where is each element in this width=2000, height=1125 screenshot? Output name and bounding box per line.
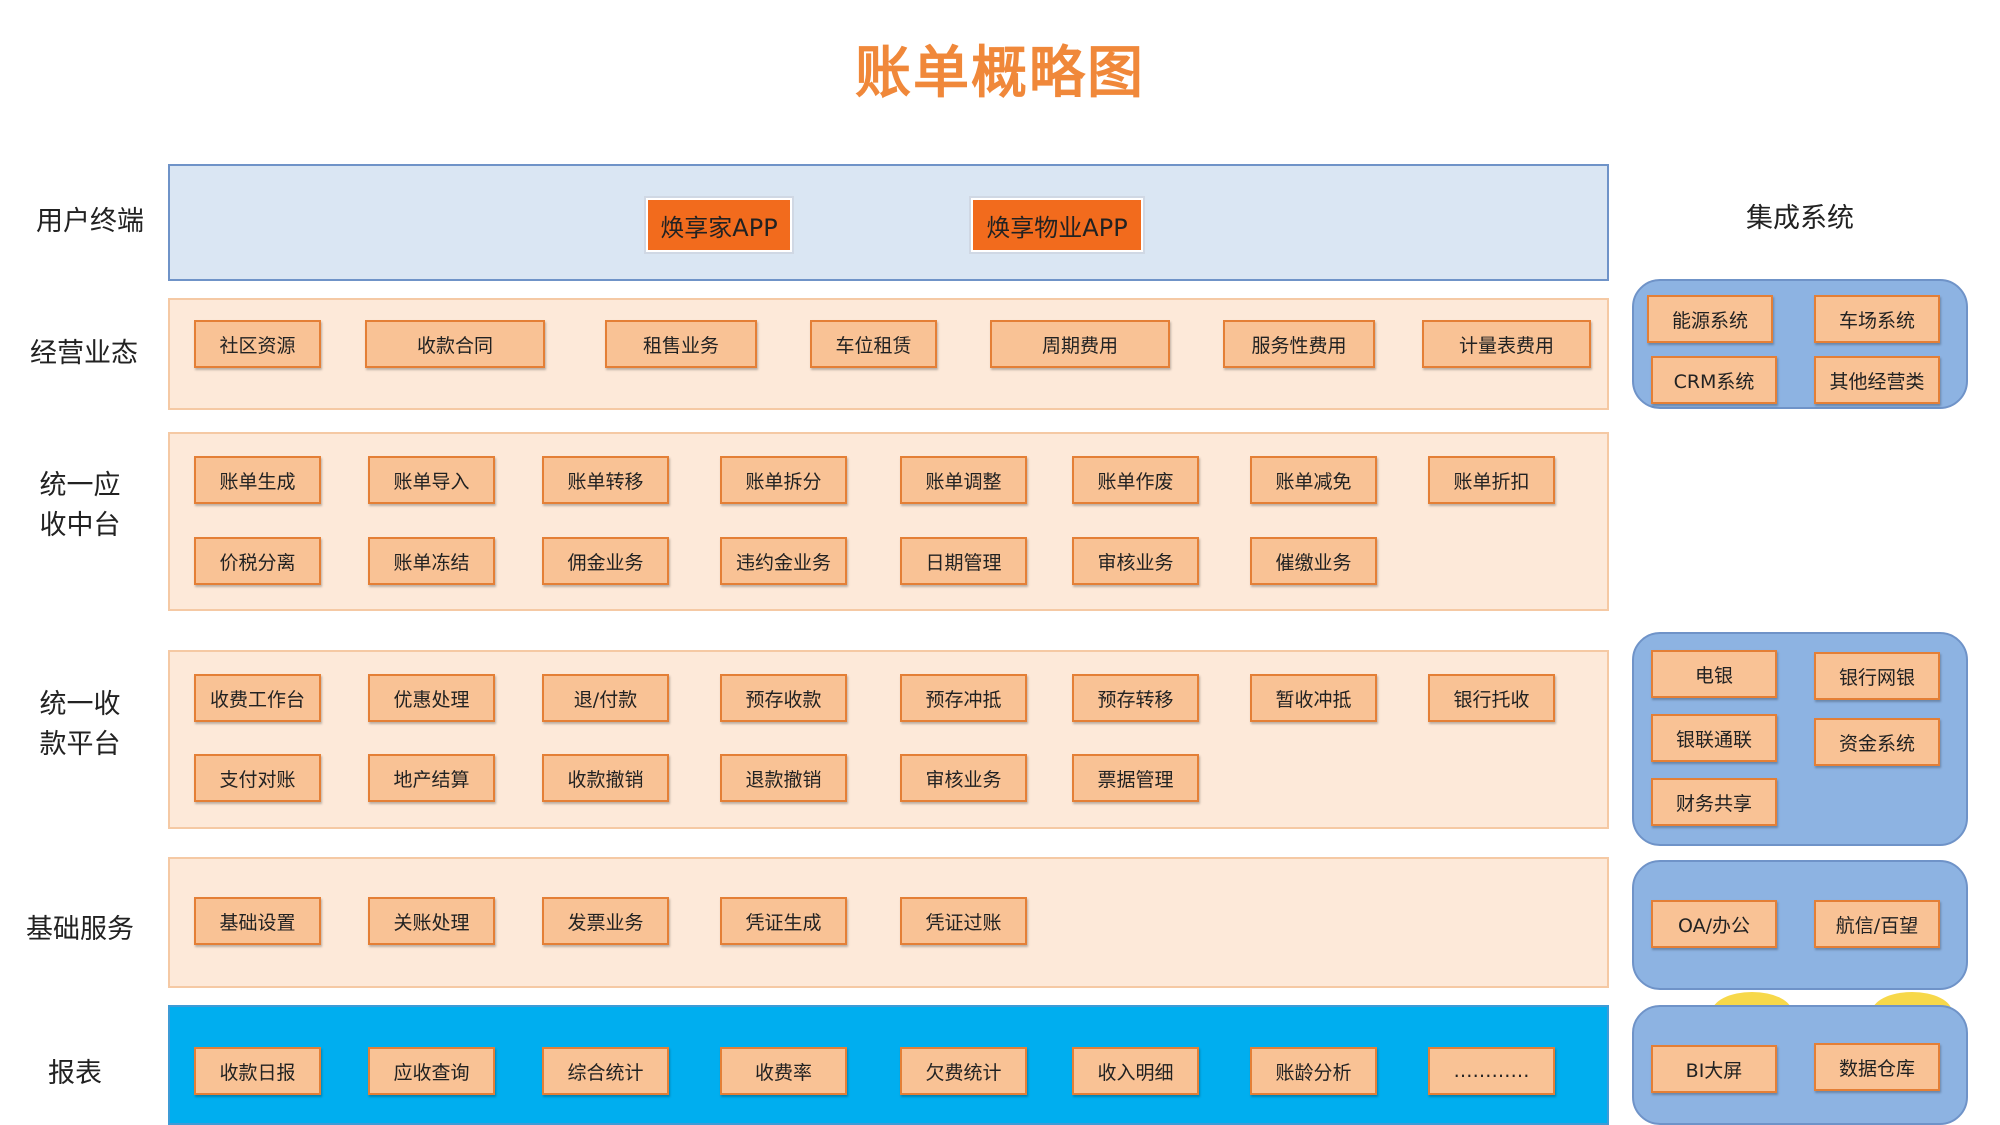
band-collection: 收费工作台 优惠处理 退/付款 预存收款 预存冲抵 预存转移 暂收冲抵 银行托收… xyxy=(168,650,1609,829)
business-item: 收款合同 xyxy=(365,320,545,368)
collection-item: 预存冲抵 xyxy=(900,674,1027,722)
row-label-business: 经营业态 xyxy=(30,338,138,369)
basic-item: 凭证过账 xyxy=(900,897,1027,945)
app-box-huanxiang-wuye: 焕享物业APP xyxy=(969,196,1145,254)
band-business: 社区资源 收款合同 租售业务 车位租赁 周期费用 服务性费用 计量表费用 xyxy=(168,298,1609,410)
business-item: 车位租赁 xyxy=(810,320,937,368)
integration-item: 能源系统 xyxy=(1647,295,1773,343)
row-label-report: 报表 xyxy=(48,1058,102,1089)
integration-title: 集成系统 xyxy=(1746,203,1854,234)
receivable-item: 账单导入 xyxy=(368,456,495,504)
row-label-receivable-line1: 统一应 xyxy=(39,470,121,501)
collection-item: 银行托收 xyxy=(1428,674,1555,722)
integration-item: 车场系统 xyxy=(1814,295,1940,343)
business-item: 服务性费用 xyxy=(1223,320,1375,368)
row-label-user-terminal: 用户终端 xyxy=(36,206,144,237)
integration-item: 电银 xyxy=(1651,650,1777,698)
receivable-item: 账单减免 xyxy=(1250,456,1377,504)
collection-item: 收款撤销 xyxy=(542,754,669,802)
row-label-collection: 统一收 款平台 xyxy=(10,685,150,765)
integration-group-business: 能源系统 车场系统 CRM系统 其他经营类 xyxy=(1632,279,1968,409)
report-item: 欠费统计 xyxy=(900,1047,1027,1095)
receivable-item: 账单作废 xyxy=(1072,456,1199,504)
report-item: ………… xyxy=(1428,1047,1555,1095)
collection-item: 退/付款 xyxy=(542,674,669,722)
basic-item: 发票业务 xyxy=(542,897,669,945)
receivable-item: 催缴业务 xyxy=(1250,537,1377,585)
row-label-basic: 基础服务 xyxy=(26,914,134,945)
integration-item: 数据仓库 xyxy=(1814,1043,1940,1091)
receivable-item: 账单冻结 xyxy=(368,537,495,585)
collection-item: 地产结算 xyxy=(368,754,495,802)
collection-item: 预存转移 xyxy=(1072,674,1199,722)
integration-group-report: BI大屏 数据仓库 xyxy=(1632,1005,1968,1125)
band-basic: 基础设置 关账处理 发票业务 凭证生成 凭证过账 xyxy=(168,857,1609,988)
integration-item: 资金系统 xyxy=(1814,718,1940,766)
app-box-huanxiangjia: 焕享家APP xyxy=(644,196,794,254)
receivable-item: 账单折扣 xyxy=(1428,456,1555,504)
integration-group-collection: 电银 银行网银 银联通联 资金系统 财务共享 xyxy=(1632,632,1968,846)
business-item: 社区资源 xyxy=(194,320,321,368)
basic-item: 凭证生成 xyxy=(720,897,847,945)
business-item: 周期费用 xyxy=(990,320,1170,368)
collection-item: 预存收款 xyxy=(720,674,847,722)
integration-item: CRM系统 xyxy=(1651,356,1777,404)
report-item: 应收查询 xyxy=(368,1047,495,1095)
band-receivable: 账单生成 账单导入 账单转移 账单拆分 账单调整 账单作废 账单减免 账单折扣 … xyxy=(168,432,1609,611)
receivable-item: 账单调整 xyxy=(900,456,1027,504)
integration-item: BI大屏 xyxy=(1651,1045,1777,1093)
basic-item: 关账处理 xyxy=(368,897,495,945)
collection-item: 支付对账 xyxy=(194,754,321,802)
integration-item: 银行网银 xyxy=(1814,652,1940,700)
receivable-item: 价税分离 xyxy=(194,537,321,585)
business-item: 租售业务 xyxy=(605,320,757,368)
collection-item: 优惠处理 xyxy=(368,674,495,722)
receivable-item: 账单拆分 xyxy=(720,456,847,504)
report-item: 收费率 xyxy=(720,1047,847,1095)
integration-item: 航信/百望 xyxy=(1814,900,1940,948)
row-label-receivable: 统一应 收中台 xyxy=(10,466,150,546)
collection-item: 退款撤销 xyxy=(720,754,847,802)
diagram-title: 账单概略图 xyxy=(855,41,1145,106)
integration-item: 财务共享 xyxy=(1651,778,1777,826)
integration-group-basic: OA/办公 航信/百望 xyxy=(1632,860,1968,990)
report-item: 收入明细 xyxy=(1072,1047,1199,1095)
row-label-collection-line1: 统一收 xyxy=(39,689,121,720)
receivable-item: 佣金业务 xyxy=(542,537,669,585)
basic-item: 基础设置 xyxy=(194,897,321,945)
band-report: 收款日报 应收查询 综合统计 收费率 欠费统计 收入明细 账龄分析 ………… xyxy=(168,1005,1609,1125)
report-item: 综合统计 xyxy=(542,1047,669,1095)
collection-item: 票据管理 xyxy=(1072,754,1199,802)
receivable-item: 审核业务 xyxy=(1072,537,1199,585)
collection-item: 暂收冲抵 xyxy=(1250,674,1377,722)
band-user-terminal: 焕享家APP 焕享物业APP xyxy=(168,164,1609,281)
report-item: 收款日报 xyxy=(194,1047,321,1095)
integration-item: 其他经营类 xyxy=(1814,356,1940,404)
business-item: 计量表费用 xyxy=(1422,320,1591,368)
receivable-item: 账单转移 xyxy=(542,456,669,504)
receivable-item: 账单生成 xyxy=(194,456,321,504)
integration-item: 银联通联 xyxy=(1651,714,1777,762)
row-label-collection-line2: 款平台 xyxy=(39,729,121,760)
collection-item: 收费工作台 xyxy=(194,674,321,722)
row-label-receivable-line2: 收中台 xyxy=(39,510,121,541)
integration-item: OA/办公 xyxy=(1651,900,1777,948)
collection-item: 审核业务 xyxy=(900,754,1027,802)
report-item: 账龄分析 xyxy=(1250,1047,1377,1095)
receivable-item: 违约金业务 xyxy=(720,537,847,585)
receivable-item: 日期管理 xyxy=(900,537,1027,585)
